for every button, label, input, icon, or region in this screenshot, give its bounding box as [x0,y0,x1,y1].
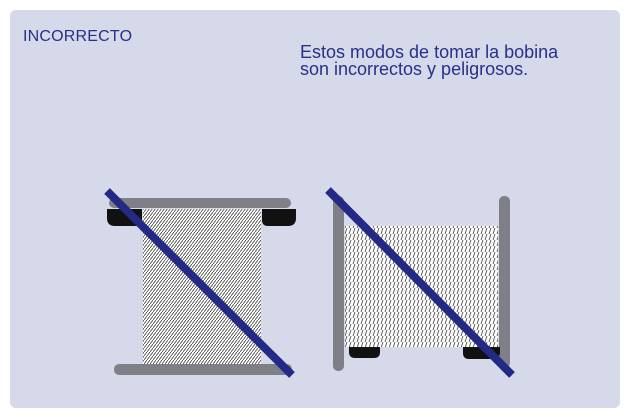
spool-left-bottom-flange [114,364,292,375]
spool-left-cross-line [104,188,295,378]
spool-right-grip-left [349,347,380,358]
incorrect-heading: INCORRECTO [23,28,133,45]
spool-right-cross-line [325,187,515,378]
spool-left-grip-right [262,209,296,226]
spool-right [325,187,515,378]
spool-right-left-flange [333,196,344,371]
spool-right-right-flange [499,196,510,368]
spool-left-top-flange [109,198,291,208]
spool-left [104,188,296,378]
warning-caption-line-2: son incorrectos y peligrosos. [300,59,529,79]
warning-caption-line-1: Estos modos de tomar la bobina [300,42,559,62]
warning-caption: Estos modos de tomar la bobina son incor… [300,42,610,79]
